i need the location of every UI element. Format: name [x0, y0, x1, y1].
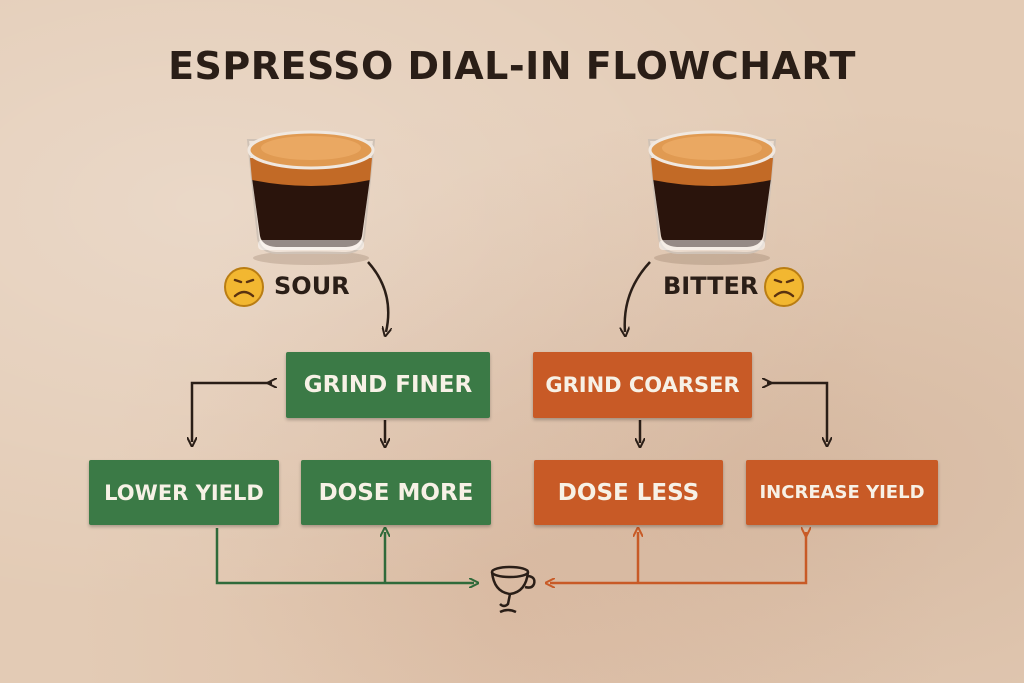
espresso-shot-glass-icon	[246, 130, 376, 265]
page-title: ESPRESSO DIAL-IN FLOWCHART	[168, 44, 856, 88]
grind-coarser-box: GRIND COARSER	[533, 352, 752, 418]
increase-yield-to-target-line	[550, 532, 806, 583]
sad-face-icon	[764, 267, 804, 307]
sour-label: SOUR	[274, 272, 350, 300]
lower-yield-box: LOWER YIELD	[89, 460, 279, 525]
sour-to-grind-arrow	[367, 261, 388, 332]
grind-finer-box: GRIND FINER	[286, 352, 490, 418]
increase-yield-box: INCREASE YIELD	[746, 460, 938, 525]
bitter-label: BITTER	[663, 272, 759, 300]
espresso-cup-icon	[490, 565, 536, 614]
dose-more-box: DOSE MORE	[301, 460, 491, 525]
espresso-shot-glass-icon	[647, 130, 777, 265]
dose-less-box: DOSE LESS	[534, 460, 723, 525]
bitter-to-grind-arrow	[625, 261, 651, 332]
lower-yield-to-target-line	[215, 528, 474, 583]
sad-face-icon	[224, 267, 264, 307]
grind-finer-to-lower-yield-arrow	[192, 383, 272, 442]
grind-coarser-to-increase-yield-arrow	[767, 383, 827, 442]
